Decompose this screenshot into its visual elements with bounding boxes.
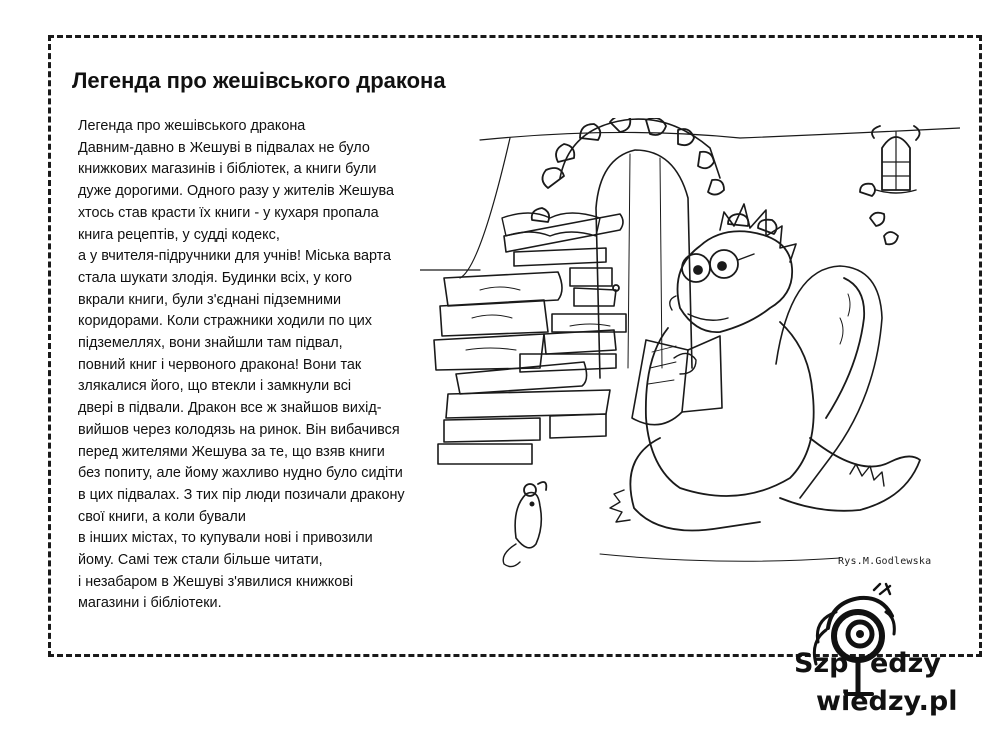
story-line: злякалися його, що втекли і замкнули всі [78, 378, 352, 395]
logo-text-domain: wiedzy.pl [816, 686, 958, 717]
story-line: в інших містах, то купували нові і приво… [78, 530, 373, 547]
story-line: хтось став красти їх книги - у кухаря пр… [78, 204, 379, 221]
illustration-signature: Rys.M.Godlewska [838, 556, 932, 567]
story-line: книга рецептів, у судді кодекс, [78, 226, 280, 243]
story-line: без попиту, але йому жахливо нудно було … [78, 465, 403, 482]
story-line: перед жителями Жешува за те, що взяв кни… [78, 443, 385, 460]
story-line: в цих підвалах. З тих пір люди позичали … [78, 486, 405, 503]
story-line: йому. Самі теж стали більше читати, [78, 552, 323, 569]
story-line: підземеллях, вони знайшли там підвал, [78, 335, 343, 352]
story-line: Легенда про жешівського дракона [78, 118, 306, 134]
dashed-frame [48, 35, 982, 657]
story-line: повний книг і червоного дракона! Вони та… [78, 356, 362, 373]
story-line: а у вчителя-підручники для учнів! Міська… [78, 248, 392, 265]
dragon-reading-illustration [420, 118, 960, 568]
story-line: стала шукати злодія. Будинки всіх, у ког… [78, 269, 352, 286]
story-line: Давним-давно в Жешуві в підвалах не було [78, 139, 370, 156]
story-line: вкрали книги, були з'єднані підземними [78, 291, 342, 308]
logo-text-edzy: edzy [870, 648, 941, 679]
story-line: магазини і бібліотеки. [78, 595, 222, 612]
logo-text-szp: Szp [794, 648, 849, 679]
story-line: вийшов через колодязь на ринок. Він виба… [78, 421, 400, 438]
page-title: Легенда про жешівського дракона [72, 68, 446, 93]
story-line: і незабаром в Жешуві з'явилися книжкові [78, 573, 354, 590]
story-line: свої книги, а коли бували [78, 508, 246, 525]
story-line: коридорами. Коли стражники ходили по цих [78, 313, 372, 330]
eye-mascot-icon [812, 582, 896, 696]
story-line: дуже дорогими. Одного разу у жителів Жеш… [78, 183, 395, 200]
story-line: книжкових магазинів і бібліотек, а книги… [78, 161, 377, 178]
story-line: двері в підвали. Дракон все ж знайшов ви… [78, 400, 382, 417]
